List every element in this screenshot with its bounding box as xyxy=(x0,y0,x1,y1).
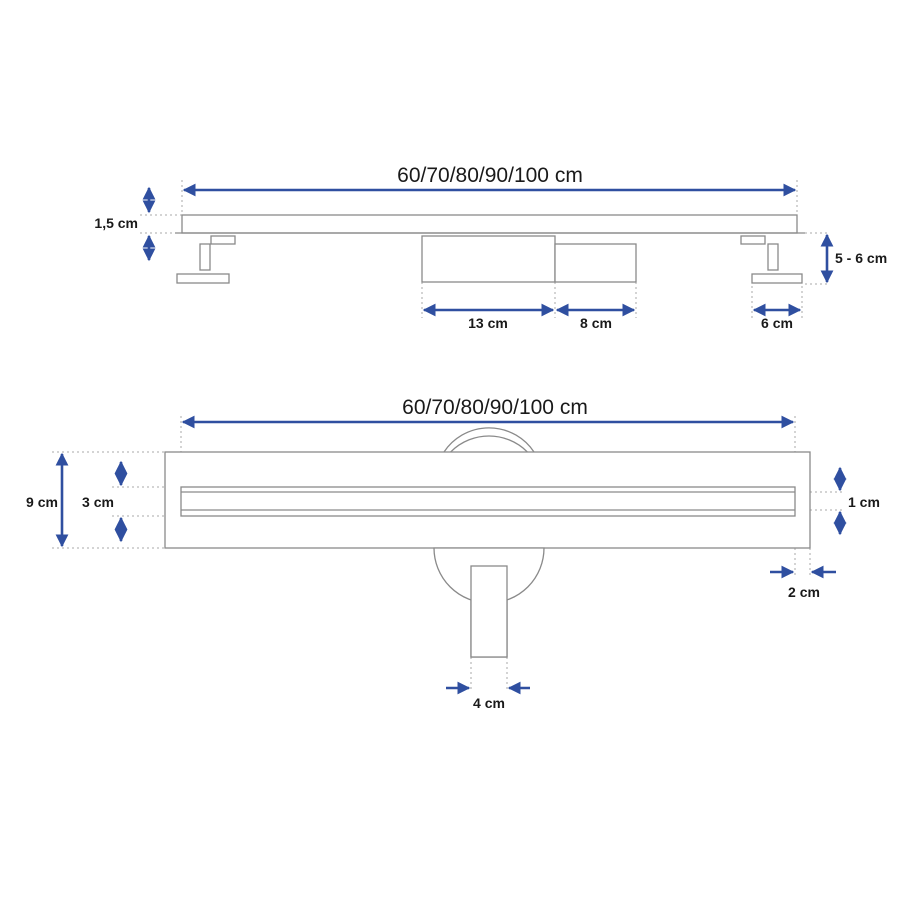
side-height-label: 1,5 cm xyxy=(94,215,138,231)
top-slot-width-label: 3 cm xyxy=(82,494,114,510)
side-outlet-extension-label: 8 cm xyxy=(580,315,612,331)
channel-body xyxy=(181,214,798,234)
right-leg-bracket xyxy=(740,235,766,245)
outlet-extension xyxy=(554,243,637,283)
top-outer-width-label: 9 cm xyxy=(26,494,58,510)
left-leg-screw xyxy=(199,243,211,271)
outlet-pipe-top xyxy=(470,565,508,658)
side-outlet-width-label: 13 cm xyxy=(468,315,508,331)
top-pipe-diameter-label: 4 cm xyxy=(473,695,505,711)
top-view: 60/70/80/90/100 cm 9 cm 3 cm 1 cm 2 cm 4… xyxy=(26,396,880,711)
outlet-box xyxy=(421,235,556,283)
top-end-margin-label: 2 cm xyxy=(788,584,820,600)
top-total-length-label: 60/70/80/90/100 cm xyxy=(402,396,588,419)
side-leg-height-label: 5 - 6 cm xyxy=(835,250,887,266)
side-view: 60/70/80/90/100 cm 1,5 cm 5 - 6 cm 13 cm… xyxy=(94,164,887,331)
side-foot-width-label: 6 cm xyxy=(761,315,793,331)
top-inner-gap-label: 1 cm xyxy=(848,494,880,510)
side-total-length-label: 60/70/80/90/100 cm xyxy=(397,164,583,187)
left-leg-bracket xyxy=(210,235,236,245)
left-foot xyxy=(176,273,230,284)
right-leg-screw xyxy=(767,243,779,271)
right-foot xyxy=(751,273,803,284)
